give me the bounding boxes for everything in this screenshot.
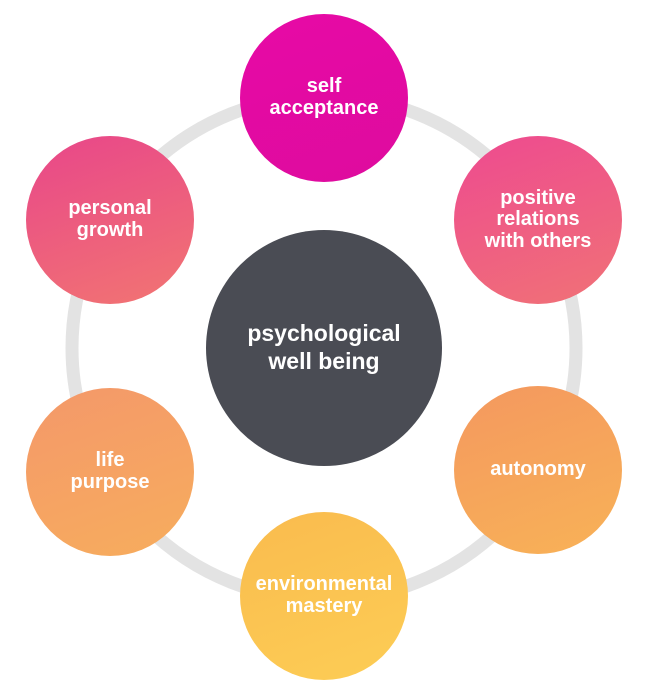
node-self-acceptance: self acceptance xyxy=(240,14,408,182)
node-label-positive-relations: positive relations with others xyxy=(484,186,592,252)
node-label-autonomy: autonomy xyxy=(490,458,586,481)
node-label-life-purpose: life purpose xyxy=(70,449,150,493)
node-label-self-acceptance: self acceptance xyxy=(269,75,379,119)
node-personal-growth: personal growth xyxy=(26,136,194,304)
node-label-environmental-mastery: environmental mastery xyxy=(255,573,393,617)
node-label-personal-growth: personal growth xyxy=(68,197,152,241)
center-node-psychological-well-being: psychological well being xyxy=(206,230,442,466)
node-environmental-mastery: environmental mastery xyxy=(240,512,408,680)
node-autonomy: autonomy xyxy=(454,386,622,554)
center-label: psychological well being xyxy=(247,320,401,374)
node-positive-relations: positive relations with others xyxy=(454,136,622,304)
node-life-purpose: life purpose xyxy=(26,388,194,556)
